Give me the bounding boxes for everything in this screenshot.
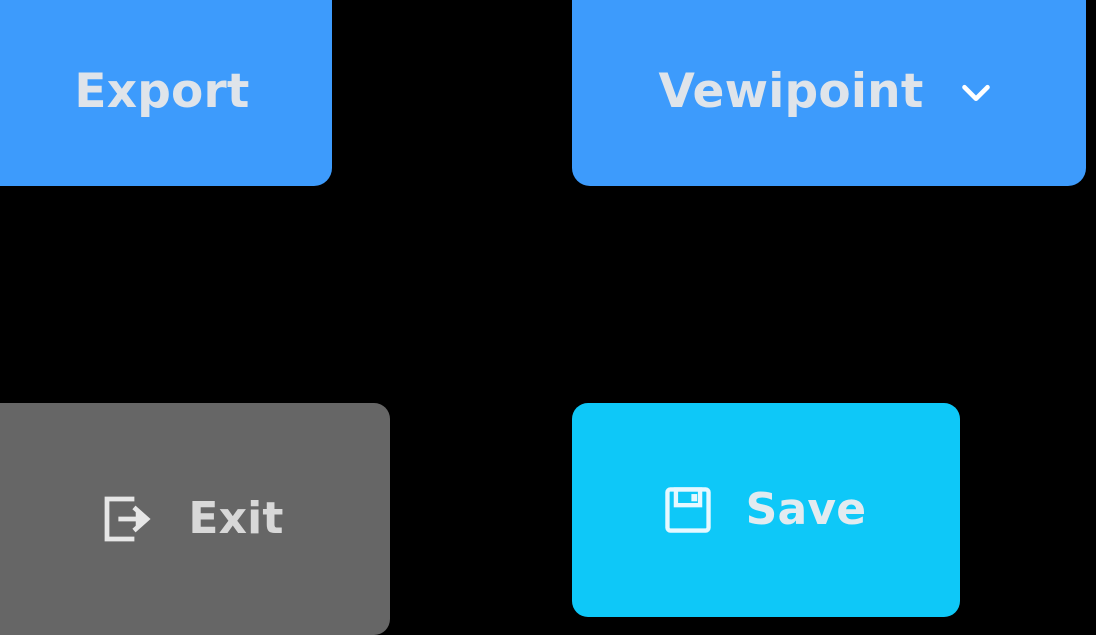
- exit-button-label: Exit: [188, 493, 284, 544]
- viewpoint-button[interactable]: Vewipoint: [572, 0, 1086, 186]
- export-button[interactable]: Export: [0, 0, 332, 186]
- floppy-disk-icon: [658, 480, 718, 540]
- exit-icon: [96, 488, 158, 550]
- chevron-down-icon: [953, 69, 999, 115]
- save-button-label: Save: [745, 484, 867, 535]
- viewpoint-button-label: Vewipoint: [658, 64, 924, 119]
- exit-button[interactable]: Exit: [0, 403, 390, 635]
- export-button-label: Export: [74, 64, 250, 119]
- save-button[interactable]: Save: [572, 403, 960, 617]
